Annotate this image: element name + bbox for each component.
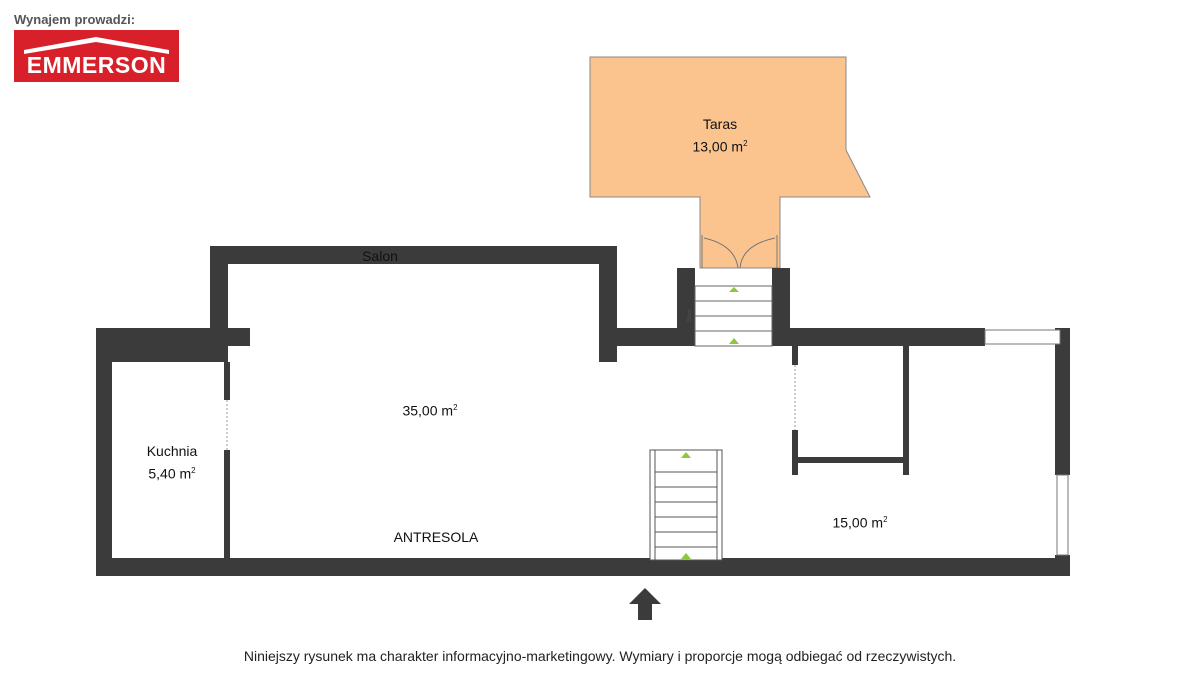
room-right-area: 15,00 m2 — [800, 510, 920, 533]
central-stairs — [649, 449, 723, 561]
terrace-label: Taras 13,00 m2 — [660, 115, 780, 157]
emmerson-logo: EMMERSON — [14, 30, 179, 82]
room-area: 13,00 m — [692, 138, 744, 155]
brand-label: Wynajem prowadzi: — [14, 12, 136, 27]
kitchen-label: Kuchnia 5,40 m2 — [118, 442, 226, 484]
stair-arrow-icon — [729, 287, 739, 292]
unit-sup: 2 — [453, 403, 458, 412]
stair-arrow-icon — [729, 338, 739, 344]
terrace-area — [589, 56, 871, 269]
doors — [226, 365, 796, 450]
terrace-door — [701, 235, 778, 269]
unit-sup: 2 — [191, 466, 196, 475]
salon-area: 35,00 m2 — [370, 398, 490, 421]
roof-icon — [24, 37, 169, 54]
room-name: Taras — [702, 116, 738, 132]
unit-sup: 2 — [883, 515, 888, 524]
room-name: Kuchnia — [146, 443, 198, 459]
disclaimer: Niniejszy rysunek ma charakter informacy… — [243, 648, 957, 664]
stair-arrow-icon — [681, 553, 691, 559]
stair-arrow-icon — [681, 452, 691, 458]
room-area: 5,40 m — [148, 465, 192, 482]
walls — [96, 246, 1070, 576]
windows — [984, 329, 1069, 556]
room-area: 35,00 m — [402, 402, 454, 419]
salon-name: Salon — [362, 248, 398, 264]
logo-text: EMMERSON — [26, 52, 167, 78]
entrance-arrow-icon — [629, 588, 661, 620]
dimension-label: 90cm — [687, 310, 693, 322]
unit-sup: 2 — [743, 139, 748, 148]
antresola-label: ANTRESOLA — [393, 529, 479, 545]
entry-stairs — [694, 285, 773, 347]
room-area: 15,00 m — [832, 514, 884, 531]
